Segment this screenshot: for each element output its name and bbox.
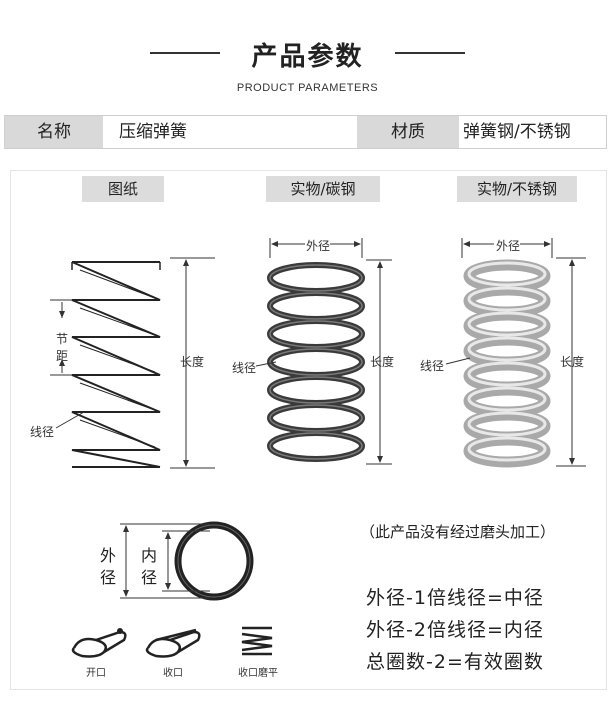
- carbon-outer-label: 外径: [306, 239, 331, 253]
- stainless-length-label: 长度: [560, 355, 585, 369]
- name-label: 名称: [5, 116, 103, 148]
- carbon-wire-label: 线径: [232, 361, 257, 375]
- carbon-length-label: 长度: [370, 355, 395, 369]
- drawing-header: 图纸: [82, 176, 164, 202]
- page-title: 产品参数: [251, 42, 364, 72]
- pitch-label-2: 距: [56, 349, 69, 363]
- drawing-length-label: 长度: [180, 355, 205, 369]
- formula-inner-diameter: 外径-2倍线径=内径: [366, 619, 544, 641]
- ring-outer-label-1: 外: [100, 546, 117, 565]
- pitch-label-1: 节: [56, 332, 69, 346]
- drawing-wire-label: 线径: [30, 425, 55, 439]
- page-subtitle: PRODUCT PARAMETERS: [236, 82, 379, 94]
- material-value: 弹簧钢/不锈钢: [459, 116, 606, 148]
- stainless-header: 实物/不锈钢: [457, 176, 577, 202]
- title-divider-right: [395, 52, 465, 54]
- ring-inner-label-1: 内: [141, 546, 158, 565]
- carbon-header: 实物/碳钢: [266, 176, 380, 202]
- material-label: 材质: [357, 116, 459, 148]
- formula-effective-coils: 总圈数-2=有效圈数: [366, 651, 544, 673]
- stainless-wire-label: 线径: [420, 359, 445, 373]
- processing-note: （此产品没有经过磨头加工）: [360, 523, 556, 541]
- name-value: 压缩弹簧: [103, 116, 357, 148]
- ring-inner-label-2: 径: [141, 568, 158, 587]
- diagram-panel: [10, 170, 607, 690]
- end-ground-caption: 收口磨平: [238, 668, 278, 679]
- stainless-outer-label: 外径: [496, 239, 521, 253]
- end-closed-caption: 收口: [163, 668, 183, 679]
- end-open-caption: 开口: [86, 668, 106, 679]
- ring-outer-label-2: 径: [100, 568, 117, 587]
- spec-table: 名称 压缩弹簧 材质 弹簧钢/不锈钢: [4, 115, 607, 149]
- title-divider-left: [150, 52, 220, 54]
- formula-middle-diameter: 外径-1倍线径=中径: [366, 587, 544, 609]
- page-header: 产品参数 PRODUCT PARAMETERS: [0, 30, 615, 100]
